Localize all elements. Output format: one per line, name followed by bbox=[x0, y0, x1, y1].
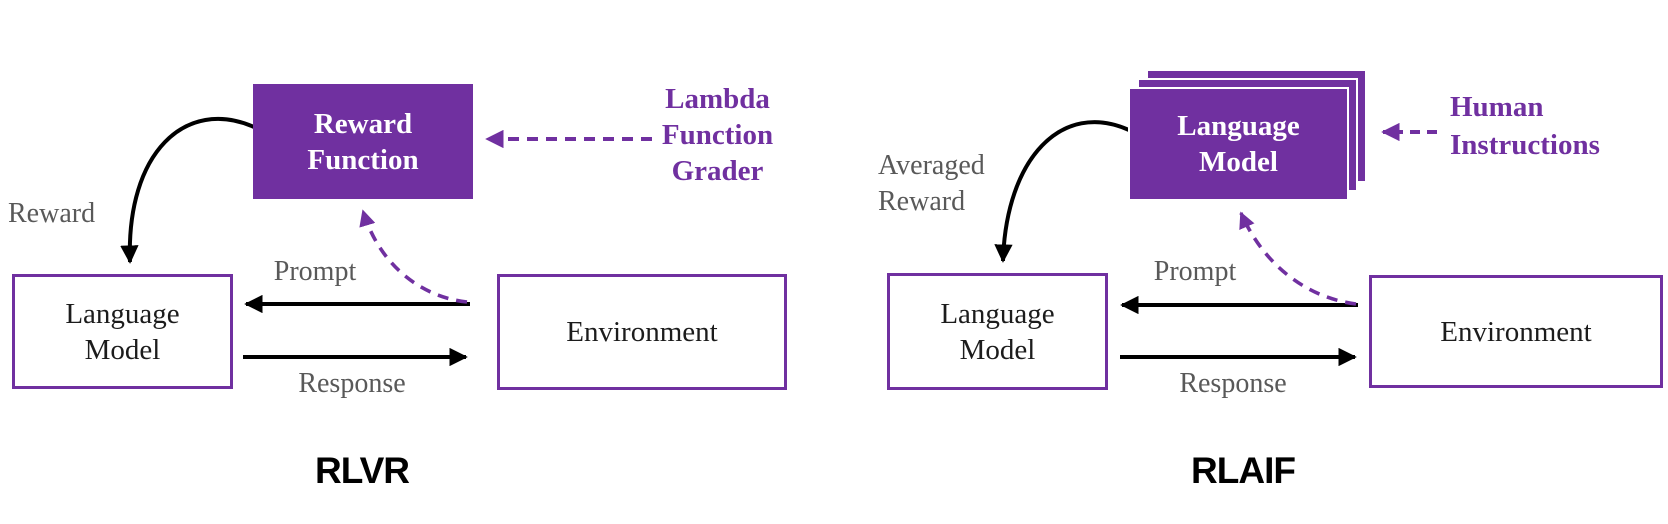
response-label: Response bbox=[1179, 368, 1287, 399]
judge-language-model-box: Language Model bbox=[1128, 87, 1349, 201]
averaged-reward-label: Averaged Reward bbox=[878, 150, 985, 217]
lambda-function-grader-label: Lambda Function Grader bbox=[661, 83, 774, 187]
human-instructions-label: Human Instructions bbox=[1450, 91, 1600, 161]
language-model-box: Language Model bbox=[887, 273, 1108, 390]
environment-box: Environment bbox=[497, 274, 787, 390]
prompt-label: Prompt bbox=[1153, 256, 1237, 287]
reward-function-label-line1: Reward bbox=[313, 107, 413, 140]
rlaif-reward-arrow bbox=[994, 120, 1130, 263]
reward-function-box: Reward Function bbox=[253, 84, 473, 199]
prompt-label: Prompt bbox=[273, 256, 357, 287]
rlvr-diagram-title: RLVR bbox=[315, 450, 410, 491]
reward-label: Reward bbox=[8, 198, 96, 229]
environment-box: Environment bbox=[1369, 275, 1663, 388]
response-label: Response bbox=[298, 368, 406, 399]
rlvr-reward-arrow bbox=[120, 116, 255, 264]
reward-function-label-line2: Function bbox=[307, 143, 419, 176]
rlaif-feedback-dashed-arrow bbox=[1239, 211, 1357, 306]
language-model-box: Language Model bbox=[12, 274, 233, 389]
rlaif-diagram-title: RLAIF bbox=[1191, 450, 1296, 491]
